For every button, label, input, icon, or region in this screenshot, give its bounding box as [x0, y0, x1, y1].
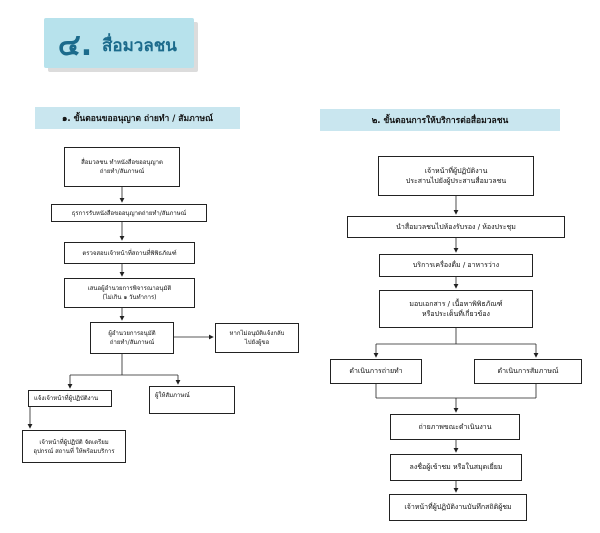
right-step-escort-room: นำสื่อมวลชนไปห้องรับรอง / ห้องประชุม [347, 216, 565, 238]
right-step-interview: ดำเนินการสัมภาษณ์ [474, 359, 582, 384]
left-step-director-approve: ผู้อำนวยการอนุมัติ ถ่ายทำ/สัมภาษณ์ [90, 322, 174, 354]
left-step-check-venue: ตรวจสอบเจ้าหน้าที่สถานที่พิพิธภัณฑ์ [64, 242, 195, 264]
left-step-prepare-equipment: เจ้าหน้าที่ผู้ปฏิบัติ จัดเตรียม อุปกรณ์ … [22, 430, 126, 463]
left-step-propose-director: เสนอผู้อำนวยการพิจารณาอนุมัติ (ไม่เกิน ๑… [64, 278, 195, 308]
left-step-request-letter: สื่อมวลชน ทำหนังสือขออนุญาต ถ่ายทำ/สัมภา… [64, 147, 180, 187]
right-step-refreshments: บริการเครื่องดื่ม / อาหารว่าง [379, 254, 533, 277]
right-heading: ๒. ขั้นตอนการให้บริการต่อสื่อมวลชน [320, 109, 560, 131]
section-title-text: สื่อมวลชน [102, 36, 177, 56]
right-step-record-statistics: เจ้าหน้าที่ผู้ปฏิบัติงานบันทึกสถิติผู้ชม [389, 494, 527, 521]
right-step-sign-guestbook: ลงชื่อผู้เข้าชม หรือในสมุดเยี่ยม [390, 454, 522, 481]
left-step-interviewee: ผู้ให้สัมภาษณ์ [149, 386, 235, 414]
left-step-reject-notify: หากไม่อนุมัติแจ้งกลับ ไปยังผู้ขอ [215, 323, 299, 353]
left-step-notify-staff: แจ้งเจ้าหน้าที่ผู้ปฏิบัติงาน [28, 390, 112, 407]
right-step-coordinate: เจ้าหน้าที่ผู้ปฏิบัติงาน ประสานไปยังผู้ป… [378, 156, 534, 196]
left-heading: ๑. ขั้นตอนขออนุญาต ถ่ายทำ / สัมภาษณ์ [35, 107, 240, 129]
right-step-filming: ดำเนินการถ่ายทำ [330, 359, 422, 384]
section-title: ๔. สื่อมวลชน [44, 18, 194, 68]
right-step-photograph: ถ่ายภาพขณะดำเนินงาน [390, 414, 520, 440]
section-number: ๔. [58, 28, 93, 63]
right-step-hand-documents: มอบเอกสาร / เนื้อหาพิพิธภัณฑ์ หรือประเด็… [379, 290, 533, 328]
left-step-receive-letter: ธุรการรับหนังสือขออนุญาตถ่ายทำ/สัมภาษณ์ [51, 204, 207, 222]
